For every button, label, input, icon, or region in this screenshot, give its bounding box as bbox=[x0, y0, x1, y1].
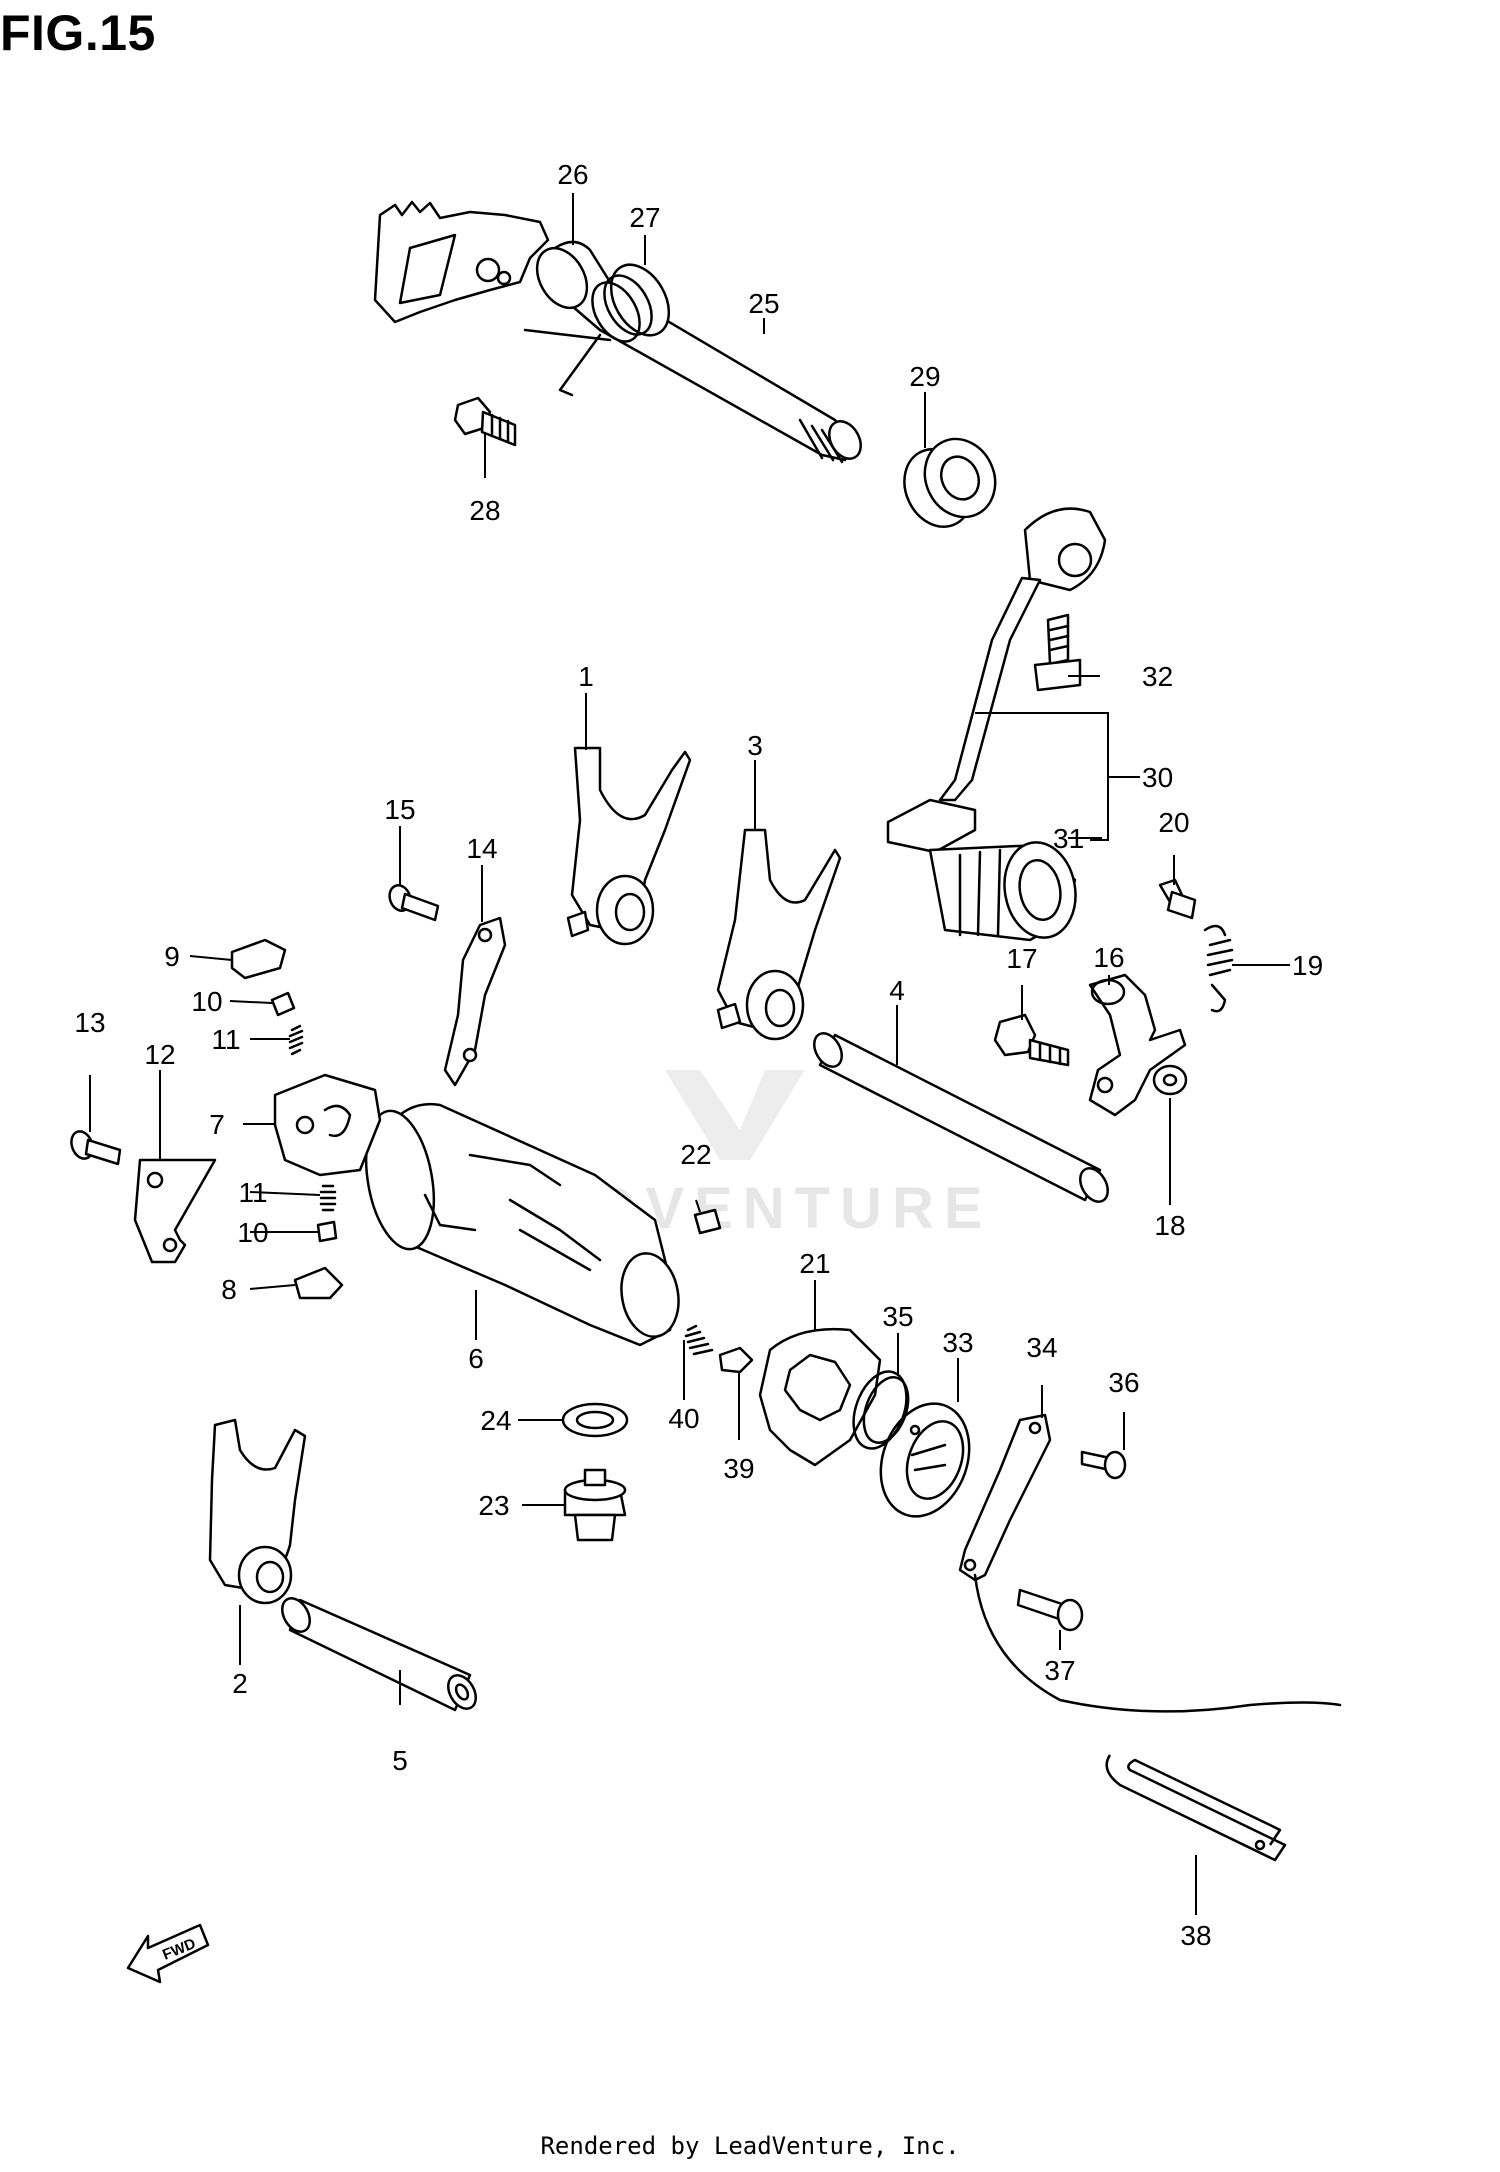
callout-40: 40 bbox=[668, 1403, 699, 1434]
part-20-bolt bbox=[1158, 878, 1197, 920]
part-18-washer bbox=[1152, 1064, 1188, 1096]
part-17-bolt bbox=[993, 1013, 1070, 1067]
callout-20: 20 bbox=[1158, 807, 1189, 838]
part-36-screw bbox=[1080, 1450, 1127, 1480]
part-10-pin-upper bbox=[270, 991, 296, 1017]
part-2-shift-fork bbox=[208, 1418, 307, 1605]
callout-22: 22 bbox=[680, 1139, 711, 1170]
part-27-spring bbox=[523, 263, 671, 397]
callout-17: 17 bbox=[1006, 943, 1037, 974]
callout-26: 26 bbox=[557, 159, 588, 190]
callout-35: 35 bbox=[882, 1301, 913, 1332]
callout-6: 6 bbox=[468, 1343, 484, 1374]
part-16-shift-arm bbox=[1088, 973, 1187, 1117]
callout-19: 19 bbox=[1292, 950, 1323, 981]
part-14-cam-guide bbox=[443, 916, 507, 1087]
callout-10-lower: 10 bbox=[237, 1217, 268, 1248]
callout-28: 28 bbox=[469, 495, 500, 526]
callout-25: 25 bbox=[748, 288, 779, 319]
part-1-shift-fork bbox=[566, 746, 692, 946]
callout-36: 36 bbox=[1108, 1367, 1139, 1398]
callout-34: 34 bbox=[1026, 1332, 1057, 1363]
callout-15: 15 bbox=[384, 794, 415, 825]
callout-23: 23 bbox=[478, 1490, 509, 1521]
switch-wire bbox=[973, 1573, 1342, 1713]
callout-30: 30 bbox=[1142, 762, 1173, 793]
part-11-spring-upper bbox=[288, 1024, 304, 1056]
part-23-plug bbox=[563, 1468, 627, 1542]
callout-39: 39 bbox=[723, 1453, 754, 1484]
callout-9: 9 bbox=[164, 941, 180, 972]
part-11-spring-lower bbox=[319, 1184, 337, 1212]
part-24-o-ring bbox=[561, 1402, 629, 1438]
figure-title: FIG.15 bbox=[0, 5, 156, 61]
callout-11-lower: 11 bbox=[238, 1177, 267, 1208]
leader-lines bbox=[89, 193, 1290, 1915]
callout-10-upper: 10 bbox=[191, 986, 222, 1017]
part-34-switch-plate bbox=[958, 1413, 1052, 1582]
callout-12: 12 bbox=[144, 1039, 175, 1070]
callout-37: 37 bbox=[1044, 1655, 1075, 1686]
callout-8: 8 bbox=[221, 1274, 237, 1305]
part-32-bolt bbox=[1033, 613, 1082, 692]
part-10-pin-lower bbox=[316, 1220, 338, 1243]
callout-31: 31 bbox=[1053, 823, 1084, 854]
part-35-o-ring bbox=[852, 1370, 910, 1450]
part-15-screw bbox=[388, 884, 440, 922]
callout-1: 1 bbox=[578, 661, 594, 692]
part-12-stopper-plate bbox=[133, 1158, 217, 1264]
part-25-gearshift-shaft bbox=[535, 240, 862, 464]
part-26-gearshift-arm bbox=[373, 200, 550, 324]
callout-11-upper: 11 bbox=[211, 1024, 240, 1055]
callout-16: 16 bbox=[1093, 942, 1124, 973]
part-33-gear-position-switch bbox=[879, 1402, 971, 1518]
callout-33: 33 bbox=[942, 1327, 973, 1358]
callout-13: 13 bbox=[74, 1007, 105, 1038]
part-13-screw bbox=[70, 1130, 122, 1166]
callout-18: 18 bbox=[1154, 1210, 1185, 1241]
part-40-spring bbox=[684, 1324, 714, 1356]
part-5-fork-shaft bbox=[281, 1597, 477, 1712]
part-3-shift-fork bbox=[716, 828, 842, 1041]
callout-24: 24 bbox=[480, 1405, 511, 1436]
part-28-bolt bbox=[453, 396, 517, 447]
callouts: 26 27 25 28 29 32 30 31 20 19 16 17 18 1… bbox=[74, 159, 1323, 1951]
part-38-wire-clamp bbox=[1105, 1754, 1287, 1862]
part-37-screw bbox=[1016, 1588, 1084, 1632]
fwd-arrow: FWD bbox=[126, 1923, 210, 1984]
part-7-cam-stopper bbox=[273, 1073, 382, 1177]
callout-27: 27 bbox=[629, 202, 660, 233]
part-6-gearshift-cam bbox=[364, 1102, 680, 1347]
part-21-cam-driven-gear bbox=[758, 1327, 882, 1467]
part-8-pin bbox=[293, 1266, 344, 1300]
callout-38: 38 bbox=[1180, 1920, 1211, 1951]
callout-7: 7 bbox=[209, 1109, 225, 1140]
part-4-fork-shaft bbox=[813, 1032, 1109, 1203]
part-22-pin bbox=[693, 1208, 722, 1235]
part-31-lever-rubber bbox=[928, 841, 1077, 942]
callout-32: 32 bbox=[1142, 661, 1173, 692]
callout-29: 29 bbox=[909, 361, 940, 392]
part-30-gearshift-lever bbox=[886, 507, 1107, 854]
callout-4: 4 bbox=[889, 975, 905, 1006]
part-29-oil-seal bbox=[903, 437, 997, 528]
part-19-spring bbox=[1203, 924, 1234, 1013]
callout-14: 14 bbox=[466, 833, 497, 864]
callout-2: 2 bbox=[232, 1668, 248, 1699]
callout-3: 3 bbox=[747, 730, 763, 761]
callout-21: 21 bbox=[799, 1248, 830, 1279]
callout-5: 5 bbox=[392, 1745, 408, 1776]
footer-credit: Rendered by LeadVenture, Inc. bbox=[540, 2132, 960, 2160]
part-9-pin bbox=[230, 938, 287, 980]
part-39-pin bbox=[718, 1346, 754, 1374]
